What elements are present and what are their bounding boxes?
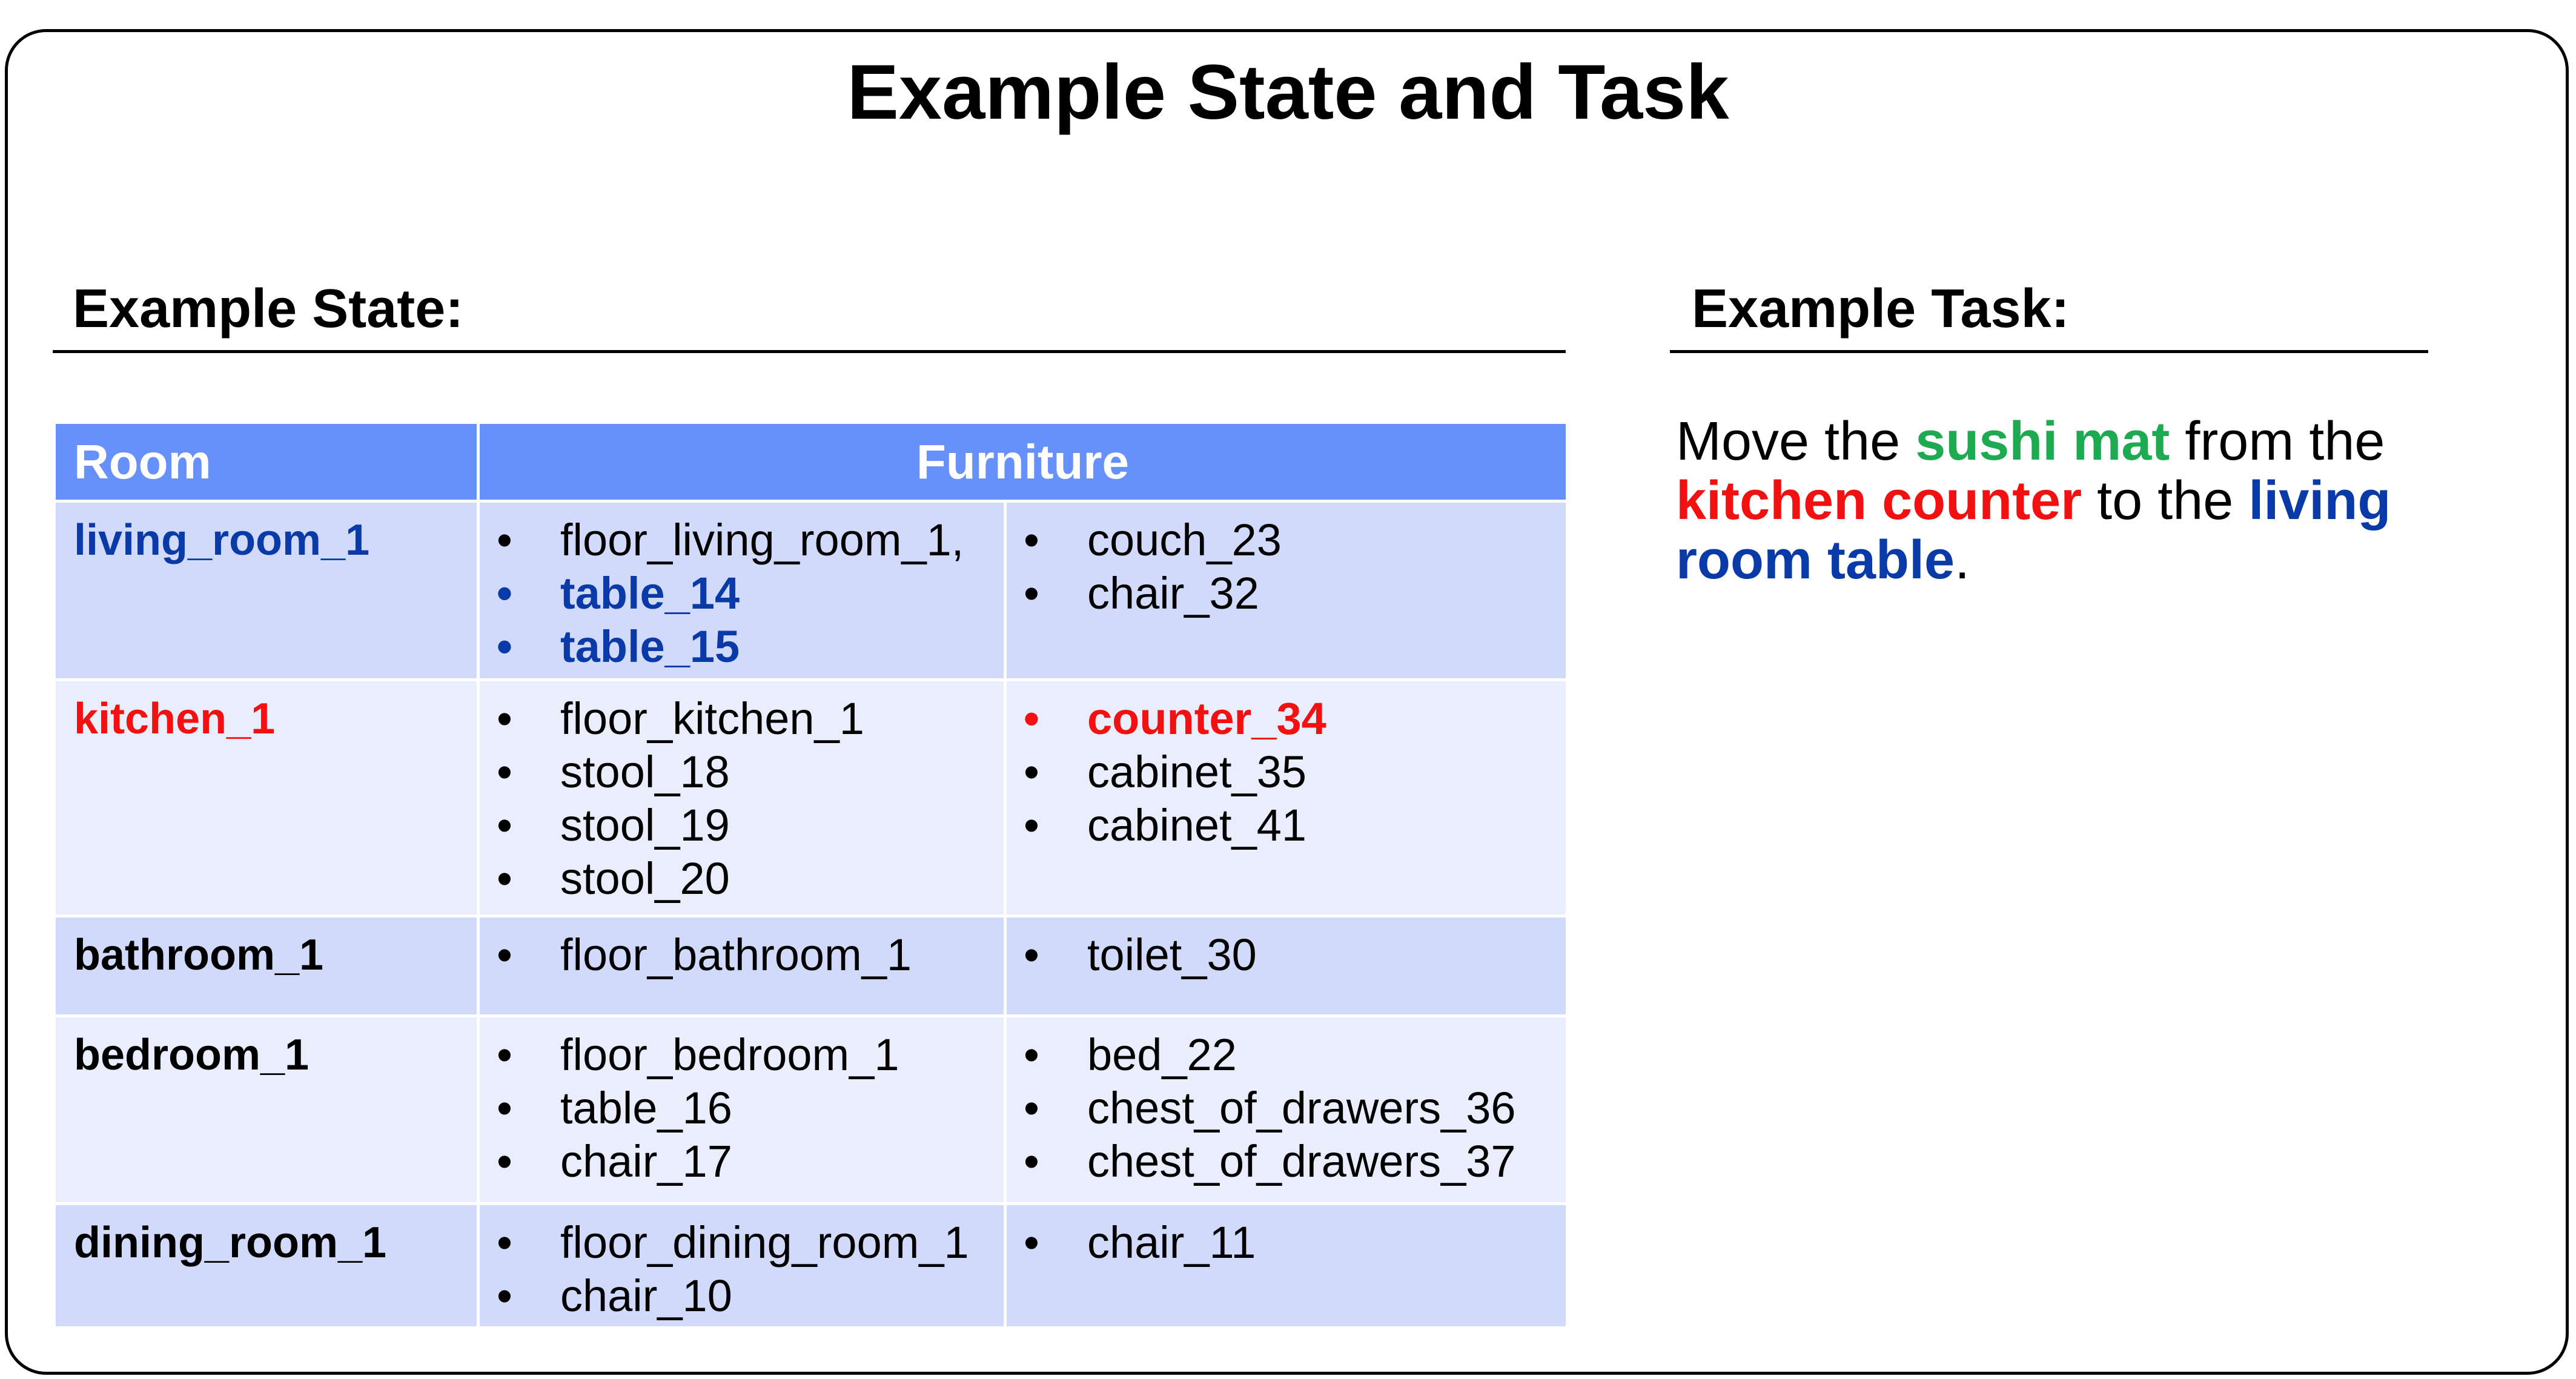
furniture-cell: floor_dining_room_1chair_10 bbox=[477, 1202, 1007, 1329]
furniture-item: cabinet_35 bbox=[1007, 746, 1566, 799]
table-row: kitchen_1floor_kitchen_1stool_18stool_19… bbox=[53, 678, 1569, 918]
furniture-item: table_14 bbox=[480, 567, 1004, 620]
furniture-list: toilet_30 bbox=[1007, 928, 1566, 982]
furniture-item: floor_dining_room_1 bbox=[480, 1216, 1004, 1269]
furniture-list: floor_living_room_1,table_14table_15 bbox=[480, 514, 1004, 673]
furniture-item: chest_of_drawers_37 bbox=[1007, 1135, 1566, 1188]
task-heading-rule bbox=[1670, 350, 2428, 353]
furniture-cell: toilet_30 bbox=[1004, 914, 1569, 1017]
figure-frame bbox=[5, 29, 2569, 1375]
furniture-item: cabinet_41 bbox=[1007, 799, 1566, 852]
state-heading-rule bbox=[53, 350, 1566, 353]
furniture-cell: floor_bedroom_1table_16chair_17 bbox=[477, 1014, 1007, 1205]
task-highlight: living room table bbox=[1676, 471, 2391, 590]
furniture-item: chair_17 bbox=[480, 1135, 1004, 1188]
state-table: Room Furniture living_room_1floor_living… bbox=[53, 421, 1569, 1329]
furniture-list: counter_34cabinet_35cabinet_41 bbox=[1007, 692, 1566, 852]
task-highlight: kitchen counter bbox=[1676, 471, 2082, 531]
furniture-item: bed_22 bbox=[1007, 1028, 1566, 1082]
task-text-segment: to the bbox=[2082, 471, 2249, 531]
furniture-cell: chair_11 bbox=[1004, 1202, 1569, 1329]
furniture-item: stool_19 bbox=[480, 799, 1004, 852]
furniture-item: chest_of_drawers_36 bbox=[1007, 1082, 1566, 1135]
furniture-list: floor_kitchen_1stool_18stool_19stool_20 bbox=[480, 692, 1004, 905]
furniture-item: floor_kitchen_1 bbox=[480, 692, 1004, 746]
furniture-item: chair_11 bbox=[1007, 1216, 1566, 1269]
room-name-cell: bathroom_1 bbox=[53, 914, 480, 1017]
task-heading: Example Task: bbox=[1692, 279, 2070, 339]
room-name-cell: kitchen_1 bbox=[53, 678, 480, 918]
column-header-furniture: Furniture bbox=[477, 421, 1569, 503]
table-header-row: Room Furniture bbox=[53, 421, 1569, 503]
furniture-cell: counter_34cabinet_35cabinet_41 bbox=[1004, 678, 1569, 918]
task-description: Move the sushi mat from the kitchen coun… bbox=[1676, 412, 2439, 590]
furniture-item: toilet_30 bbox=[1007, 928, 1566, 982]
furniture-item: floor_living_room_1, bbox=[480, 514, 1004, 567]
column-header-room: Room bbox=[53, 421, 480, 503]
furniture-item: floor_bathroom_1 bbox=[480, 928, 1004, 982]
furniture-list: floor_dining_room_1chair_10 bbox=[480, 1216, 1004, 1323]
furniture-cell: floor_living_room_1,table_14table_15 bbox=[477, 500, 1007, 681]
furniture-list: chair_11 bbox=[1007, 1216, 1566, 1269]
furniture-item: table_15 bbox=[480, 620, 1004, 673]
room-name-cell: living_room_1 bbox=[53, 500, 480, 681]
furniture-item: chair_10 bbox=[480, 1269, 1004, 1323]
furniture-item: counter_34 bbox=[1007, 692, 1566, 746]
room-name-cell: dining_room_1 bbox=[53, 1202, 480, 1329]
furniture-list: floor_bedroom_1table_16chair_17 bbox=[480, 1028, 1004, 1188]
furniture-item: stool_20 bbox=[480, 852, 1004, 905]
furniture-item: chair_32 bbox=[1007, 567, 1566, 620]
furniture-item: floor_bedroom_1 bbox=[480, 1028, 1004, 1082]
furniture-cell: bed_22chest_of_drawers_36chest_of_drawer… bbox=[1004, 1014, 1569, 1205]
furniture-cell: floor_kitchen_1stool_18stool_19stool_20 bbox=[477, 678, 1007, 918]
furniture-list: bed_22chest_of_drawers_36chest_of_drawer… bbox=[1007, 1028, 1566, 1188]
room-name-cell: bedroom_1 bbox=[53, 1014, 480, 1205]
task-text-segment: Move the bbox=[1676, 411, 1916, 472]
task-text-segment: . bbox=[1955, 530, 1970, 590]
furniture-item: stool_18 bbox=[480, 746, 1004, 799]
table-row: dining_room_1floor_dining_room_1chair_10… bbox=[53, 1202, 1569, 1329]
furniture-item: table_16 bbox=[480, 1082, 1004, 1135]
furniture-list: floor_bathroom_1 bbox=[480, 928, 1004, 982]
table-row: bathroom_1floor_bathroom_1toilet_30 bbox=[53, 914, 1569, 1017]
furniture-list: couch_23chair_32 bbox=[1007, 514, 1566, 620]
figure-title: Example State and Task bbox=[847, 49, 1729, 136]
table-row: bedroom_1floor_bedroom_1table_16chair_17… bbox=[53, 1014, 1569, 1205]
furniture-cell: floor_bathroom_1 bbox=[477, 914, 1007, 1017]
task-highlight: sushi mat bbox=[1915, 411, 2170, 472]
furniture-item: couch_23 bbox=[1007, 514, 1566, 567]
table-row: living_room_1floor_living_room_1,table_1… bbox=[53, 500, 1569, 681]
state-heading: Example State: bbox=[73, 279, 464, 339]
furniture-cell: couch_23chair_32 bbox=[1004, 500, 1569, 681]
task-text-segment: from the bbox=[2170, 411, 2385, 472]
